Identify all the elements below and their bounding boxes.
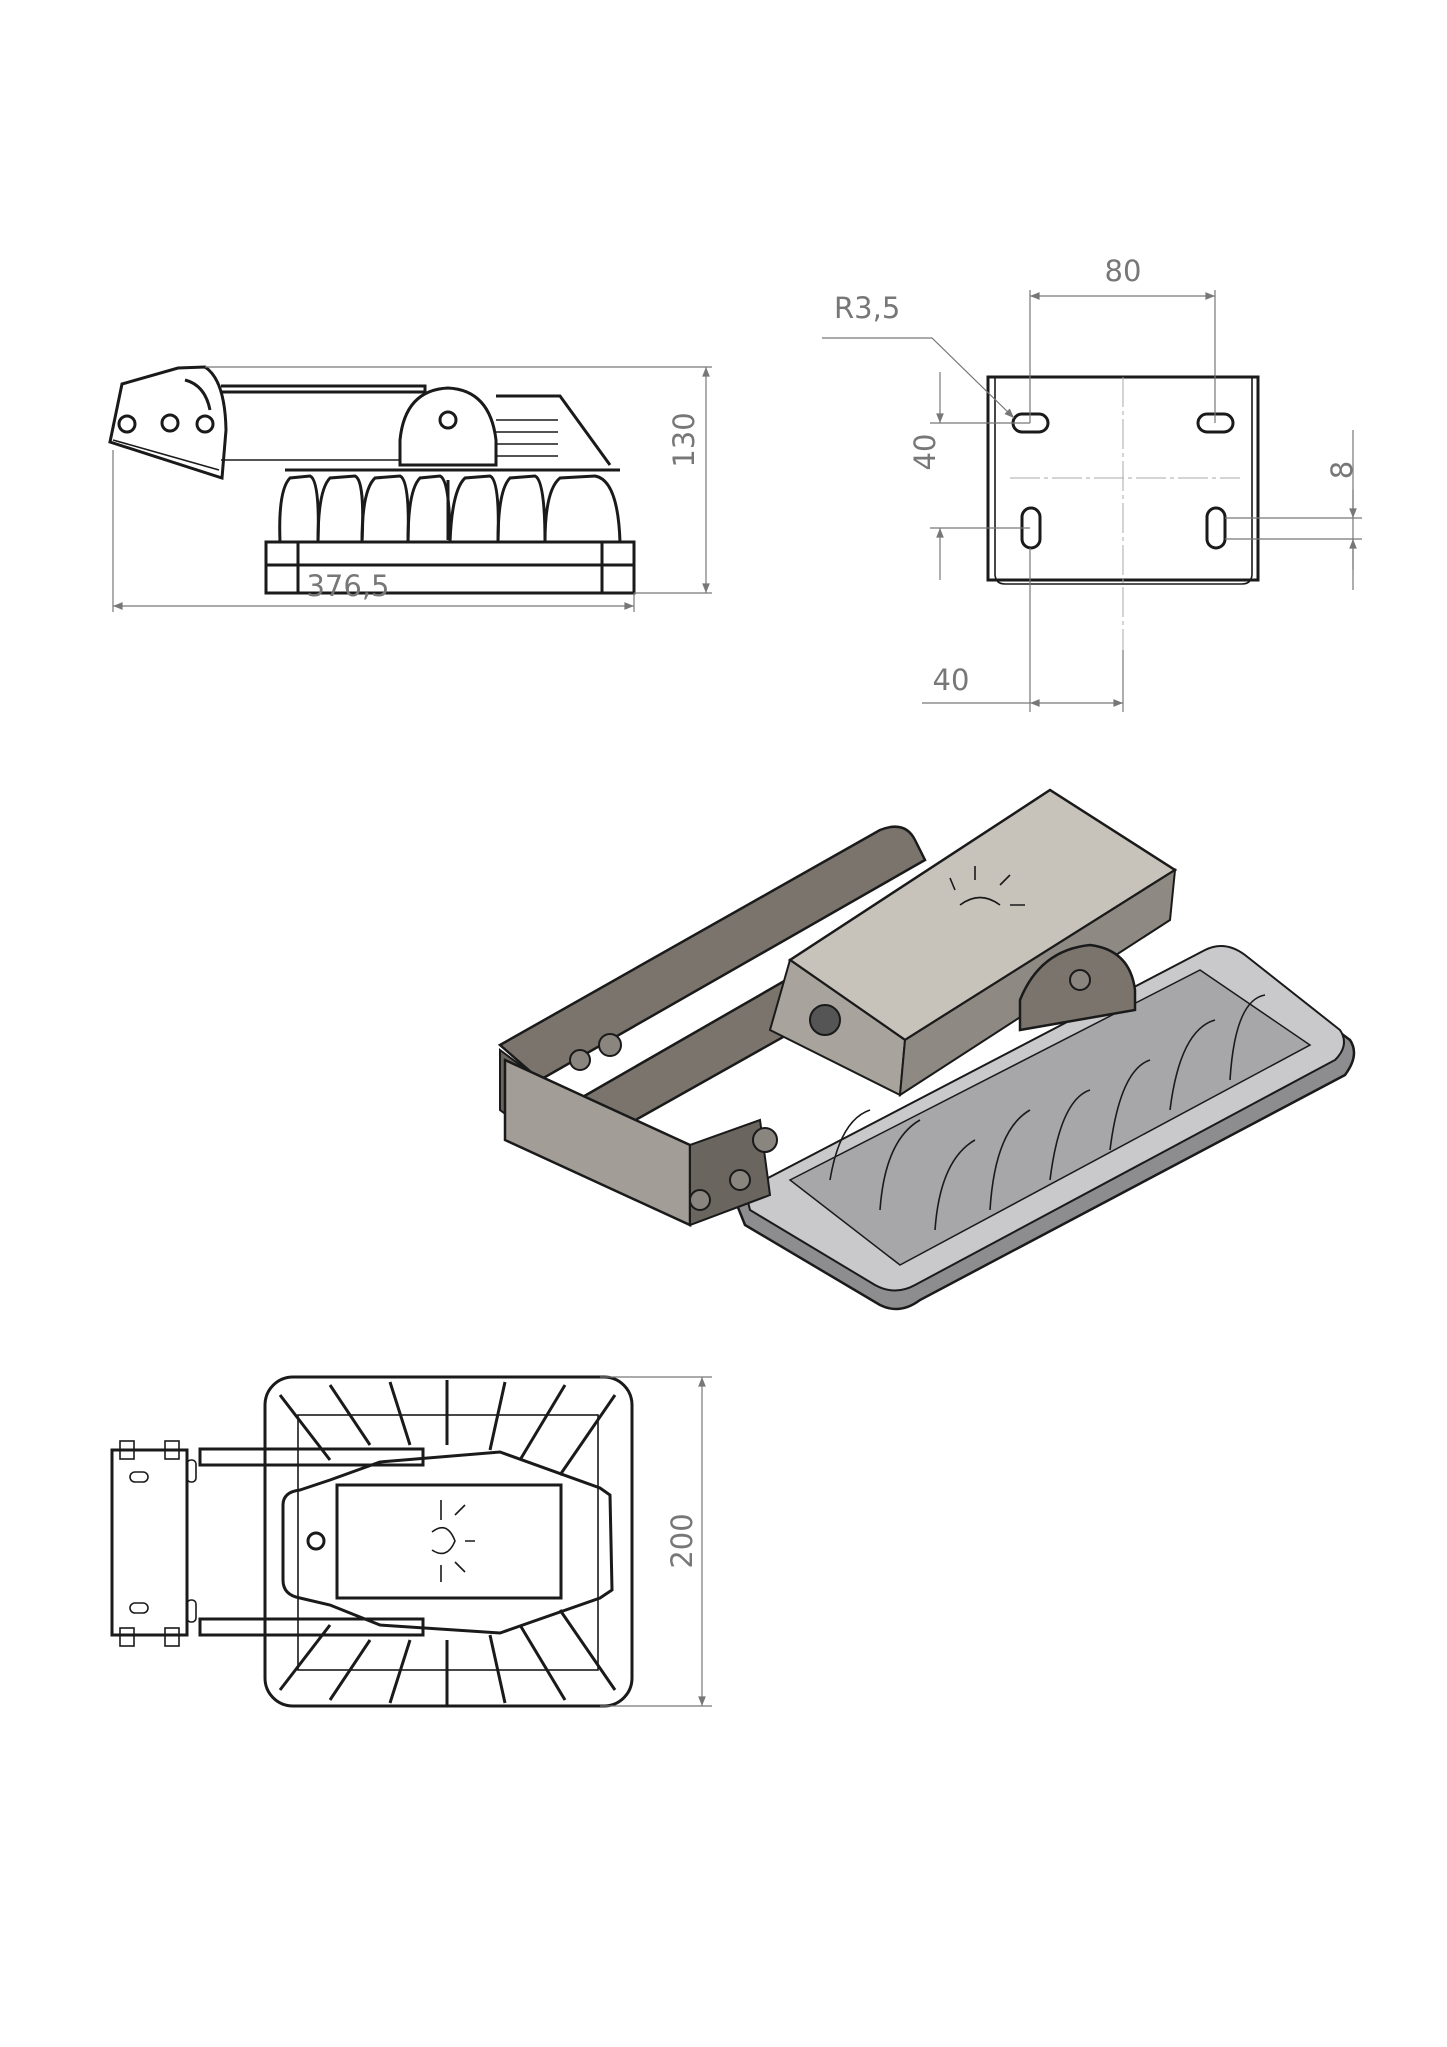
side-view-heatsink [278,468,622,543]
iso-housing [733,945,1356,1311]
dimension-40-vertical: 40 [908,372,1030,580]
dimension-40-horizontal: 40 [922,548,1124,712]
slot-dimension-label: 8 [1325,461,1359,479]
bracket-plate [986,375,1260,650]
dimension-r3-5: R3,5 [822,291,1015,419]
iso-front-bracket [503,1033,778,1227]
width-dimension-label: 376,5 [306,569,389,603]
top-view-housing [263,1375,634,1708]
height-dimension-label: 130 [667,412,701,467]
side-view: 376,5 130 [108,365,712,612]
side-view-housing-base [264,540,636,595]
top-view: 200 [110,1375,712,1708]
top-view-driver-box [281,1450,614,1635]
offset-dimension-label: 40 [933,663,970,697]
dimension-80: 80 [1029,254,1216,423]
hole-spacing-vertical-label: 40 [908,434,942,471]
bracket-view: 80 R3,5 40 40 8 [822,254,1362,712]
radius-dimension-label: R3,5 [834,291,900,325]
side-view-dimension-width: 376,5 [112,450,635,612]
top-view-dimension-height: 200 [600,1376,712,1707]
side-view-dimension-height: 130 [205,366,712,594]
top-view-logo-icon [431,1500,475,1582]
dimension-8: 8 [1225,430,1362,590]
top-view-height-label: 200 [665,1513,699,1568]
hole-spacing-horizontal-label: 80 [1105,254,1142,288]
side-view-bracket-arm [108,365,427,481]
side-view-pivot-plate [398,386,612,467]
top-view-bracket [110,1440,425,1647]
brand-logo-icon [949,866,1025,906]
iso-pivot-plate [1018,943,1137,1032]
cable-gland-icon [809,1004,841,1036]
isometric-view [497,788,1356,1311]
